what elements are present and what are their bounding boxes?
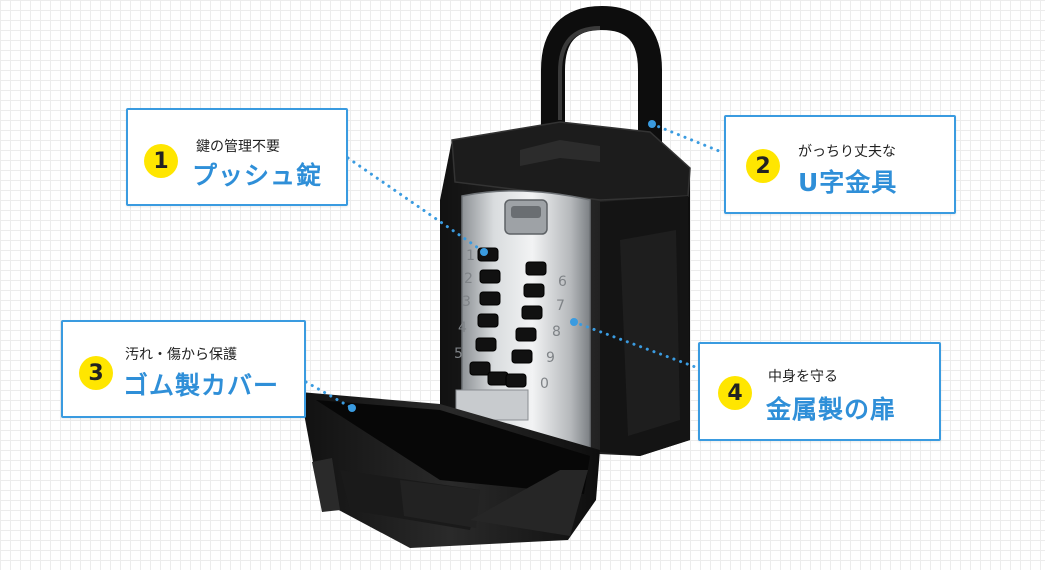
keypad-button (511, 349, 533, 364)
keypad-button (525, 261, 547, 276)
keypad-button (475, 337, 497, 352)
keypad-digit: 6 (558, 274, 567, 290)
callout-number-badge: 2 (746, 149, 780, 183)
callout-title: 金属製の扉 (766, 395, 897, 424)
keypad-digit: 8 (552, 324, 561, 340)
keypad-digit: 4 (458, 320, 467, 336)
callout-metal-door: 4 中身を守る 金属製の扉 (698, 342, 941, 441)
keypad-digit: 3 (462, 294, 471, 310)
keypad-digit: 1 (466, 248, 475, 264)
callout-title: ゴム製カバー (123, 371, 280, 400)
callout-number-badge: 1 (144, 144, 178, 178)
keypad-button (477, 313, 499, 328)
callout-title: U字金具 (798, 168, 898, 197)
keypad-digit: 9 (546, 350, 555, 366)
callout-push-lock: 1 鍵の管理不要 プッシュ錠 (126, 108, 348, 206)
callout-number-badge: 4 (718, 376, 752, 410)
keypad-digit: 2 (464, 271, 473, 287)
callout-subtitle: 汚れ・傷から保護 (125, 347, 237, 363)
callout-subtitle: 中身を守る (768, 369, 838, 385)
keypad-button (505, 373, 527, 388)
u-shackle (541, 5, 662, 192)
keypad-button (479, 269, 501, 284)
keypad-digit: 0 (540, 376, 549, 392)
callout-u-shackle: 2 がっちり丈夫な U字金具 (724, 115, 956, 214)
keypad-button (521, 305, 543, 320)
keypad-button (487, 371, 509, 386)
keypad-button (469, 361, 491, 376)
callout-subtitle: 鍵の管理不要 (196, 139, 280, 155)
keypad-digit: 7 (556, 298, 565, 314)
keypad-button (523, 283, 545, 298)
callout-number-badge: 3 (79, 356, 113, 390)
keypad-button (479, 291, 501, 306)
leader-line-2 (650, 122, 726, 155)
callout-title: プッシュ錠 (192, 161, 323, 190)
leader-line-3 (304, 380, 354, 410)
keypad (469, 247, 547, 388)
callout-subtitle: がっちり丈夫な (798, 144, 896, 160)
callout-rubber-cover: 3 汚れ・傷から保護 ゴム製カバー (61, 320, 306, 418)
leader-line-4 (572, 320, 700, 370)
keypad-button (515, 327, 537, 342)
keypad-digit: 5 (454, 346, 463, 362)
leader-line-1 (346, 156, 486, 254)
